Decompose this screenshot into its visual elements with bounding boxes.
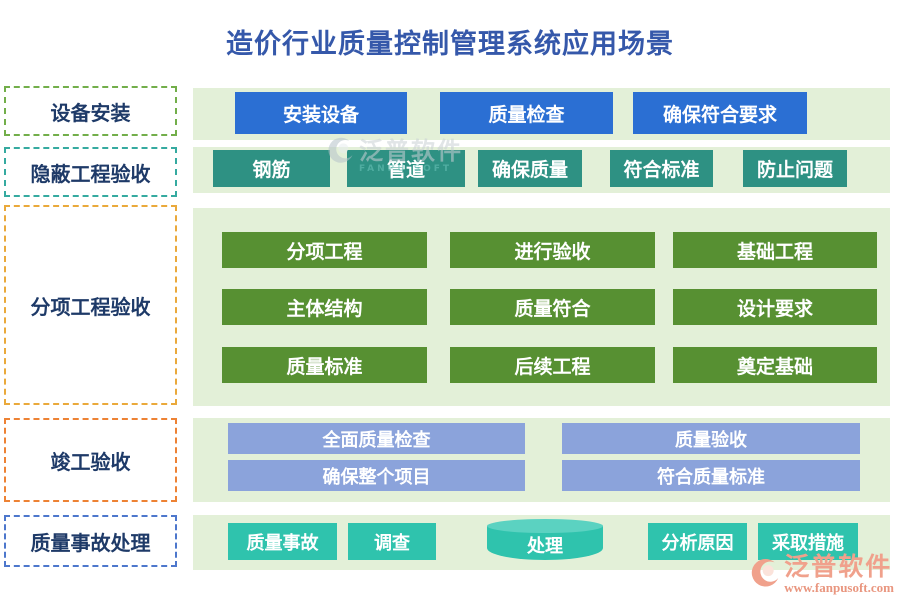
node-quality-accident: 质量事故 <box>228 523 337 560</box>
node-quality-acceptance: 质量验收 <box>562 423 860 454</box>
node-quality-conformance: 质量符合 <box>450 289 655 325</box>
node-subitem-project: 分项工程 <box>222 232 427 268</box>
node-analyze-cause: 分析原因 <box>648 523 747 560</box>
node-quality-inspection: 质量检查 <box>440 92 613 134</box>
node-follow-up-work: 后续工程 <box>450 347 655 383</box>
node-prevent-problems: 防止问题 <box>743 150 847 187</box>
node-handling-cylinder: 处理 <box>487 519 603 560</box>
row-label-concealed-work-acceptance: 隐蔽工程验收 <box>4 147 177 197</box>
node-conduct-acceptance: 进行验收 <box>450 232 655 268</box>
row-label-equipment-installation: 设备安装 <box>4 86 177 136</box>
row-label-completion-acceptance: 竣工验收 <box>4 418 177 502</box>
node-meet-quality-standards: 符合质量标准 <box>562 460 860 491</box>
row-label-subitem-work-acceptance: 分项工程验收 <box>4 205 177 405</box>
node-take-measures: 采取措施 <box>758 523 858 560</box>
node-full-quality-check: 全面质量检查 <box>228 423 525 454</box>
fanpu-logo: 泛普软件 www.fanpusoft.com <box>748 551 894 597</box>
node-rebar: 钢筋 <box>213 150 330 187</box>
page-title: 造价行业质量控制管理系统应用场景 <box>226 29 674 60</box>
cylinder-top <box>487 519 603 533</box>
node-lay-foundation: 奠定基础 <box>673 347 877 383</box>
node-meet-standards: 符合标准 <box>610 150 713 187</box>
row-label-quality-accident-handling: 质量事故处理 <box>4 515 177 567</box>
node-ensure-whole-project: 确保整个项目 <box>228 460 525 491</box>
node-main-structure: 主体结构 <box>222 289 427 325</box>
cylinder-label: 处理 <box>527 535 563 557</box>
logo-url-text: www.fanpusoft.com <box>784 580 894 595</box>
logo-brand-text: 泛普软件 <box>784 551 893 581</box>
node-pipeline: 管道 <box>347 150 465 187</box>
node-install-equipment: 安装设备 <box>235 92 407 134</box>
node-quality-standards: 质量标准 <box>222 347 427 383</box>
fanpu-logo-icon <box>751 558 779 587</box>
node-investigation: 调查 <box>348 523 436 560</box>
node-design-requirements: 设计要求 <box>673 289 877 325</box>
node-foundation-work: 基础工程 <box>673 232 877 268</box>
node-ensure-compliance: 确保符合要求 <box>633 92 807 134</box>
node-ensure-quality: 确保质量 <box>478 150 582 187</box>
